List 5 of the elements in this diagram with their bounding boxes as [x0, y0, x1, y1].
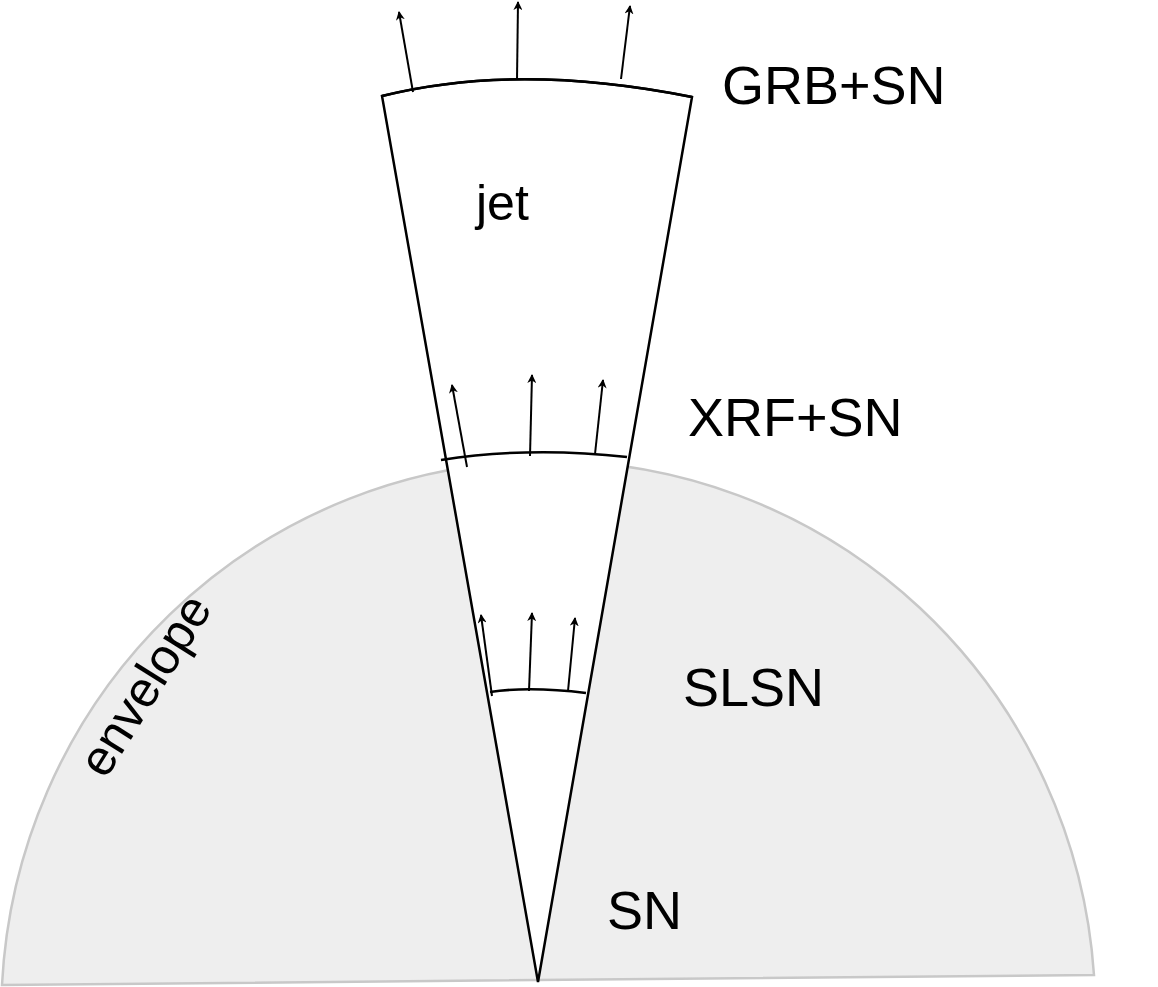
node-label: jet [476, 178, 529, 228]
region-label: SN [607, 883, 682, 937]
region-label: GRB+SN [722, 58, 946, 112]
region-label: XRF+SN [688, 390, 903, 444]
region-label: SLSN [683, 660, 825, 714]
